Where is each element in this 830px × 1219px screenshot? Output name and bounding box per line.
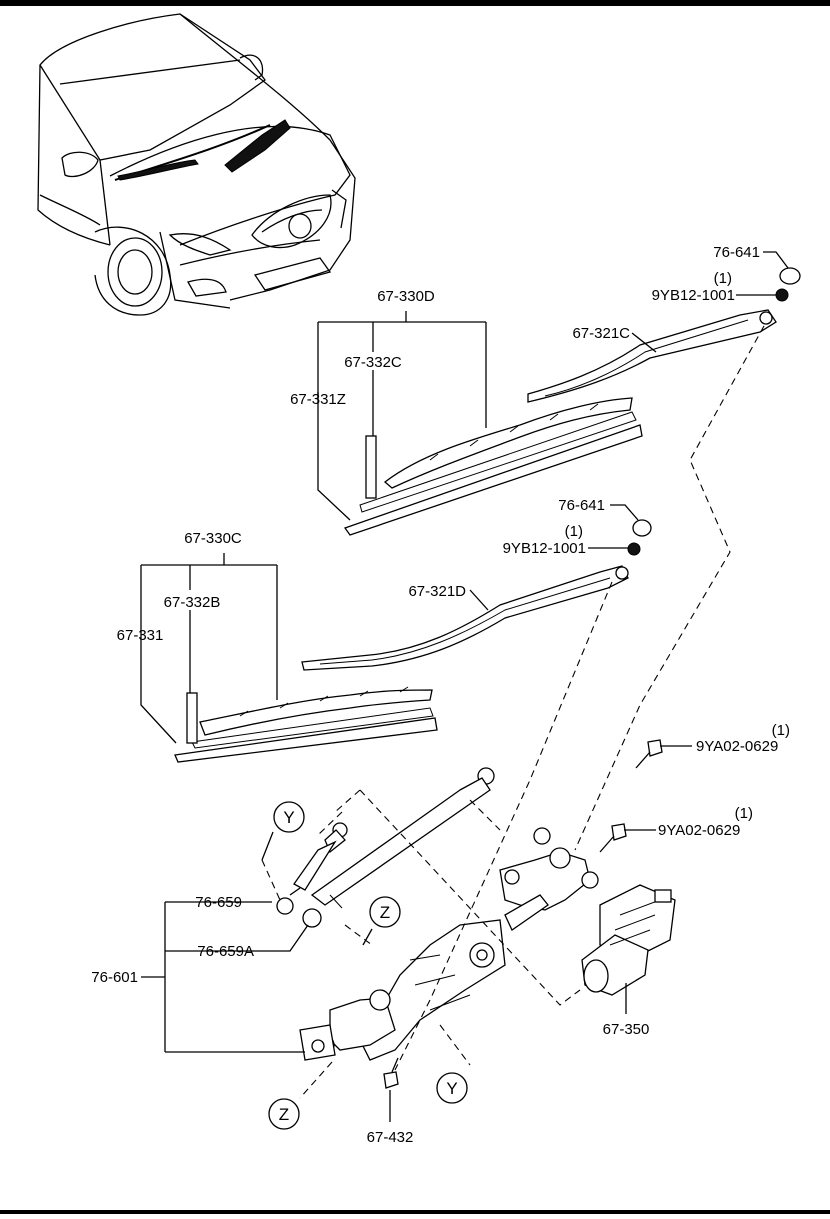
vehicle-illustration (37, 13, 356, 316)
link-rod-76-659A (302, 767, 495, 928)
nut-9YB12-1001-upper (775, 288, 789, 302)
top-border (0, 0, 830, 6)
wiper-arm-upper (527, 309, 777, 403)
wiper-arm-lower (301, 565, 629, 671)
label-bolt-2: 9YA02-0629 (658, 822, 740, 839)
label-arm-lower: 67-321D (408, 583, 466, 600)
callout-z-upper-text: Z (380, 903, 390, 922)
label-bolt-2-qty: (1) (735, 805, 753, 822)
label-bolt-3: 67-432 (367, 1129, 414, 1146)
label-nut-lower: 9YB12-1001 (503, 540, 586, 557)
label-blade-upper-b: 67-331Z (290, 391, 346, 408)
bolt-9YA02-0629-lower (599, 823, 627, 853)
cap-76-641-upper (779, 267, 801, 285)
wiper-blade-lower (174, 686, 438, 763)
cap-76-641-lower (632, 519, 652, 537)
label-blade-set-upper: 67-330D (377, 288, 435, 305)
label-blade-lower-a: 67-332B (164, 594, 221, 611)
label-qty-lower: (1) (565, 523, 583, 540)
pivot-upper-assembly (499, 827, 599, 931)
label-blade-lower-b: 67-331 (117, 627, 164, 644)
label-motor: 67-350 (603, 1021, 650, 1038)
linkage-frame-76-601 (299, 919, 506, 1061)
label-qty-upper: (1) (714, 270, 732, 287)
label-link-y: 76-659 (195, 894, 242, 911)
label-blade-set-lower: 67-330C (184, 530, 242, 547)
callout-z-upper: Z (369, 896, 401, 928)
label-bolt-1: 9YA02-0629 (696, 738, 778, 755)
callout-y-upper-text: Y (283, 808, 294, 827)
callout-z-lower: Z (268, 1098, 300, 1130)
label-link-z: 76-659A (197, 943, 254, 960)
nut-9YB12-1001-lower (627, 542, 641, 556)
bottom-border (0, 1210, 830, 1214)
label-cap-upper: 76-641 (713, 244, 760, 261)
callout-z-lower-text: Z (279, 1105, 289, 1124)
wiper-motor-67-350 (581, 884, 676, 996)
link-rod-76-659 (276, 822, 348, 915)
callout-y-lower: Y (436, 1072, 468, 1104)
bolt-67-432 (383, 1057, 399, 1089)
bolt-9YA02-0629-upper (635, 739, 663, 769)
wiper-blade-upper (343, 397, 643, 536)
label-blade-upper-a: 67-332C (344, 354, 402, 371)
leader-lines (140, 251, 789, 1122)
label-bolt-1-qty: (1) (772, 722, 790, 739)
label-arm-upper: 67-321C (572, 325, 630, 342)
callout-y-lower-text: Y (446, 1079, 457, 1098)
reference-lines (261, 325, 765, 1099)
label-linkage-assy: 76-601 (91, 969, 138, 986)
label-cap-lower: 76-641 (558, 497, 605, 514)
callout-y-upper: Y (273, 801, 305, 833)
label-nut-upper: 9YB12-1001 (652, 287, 735, 304)
